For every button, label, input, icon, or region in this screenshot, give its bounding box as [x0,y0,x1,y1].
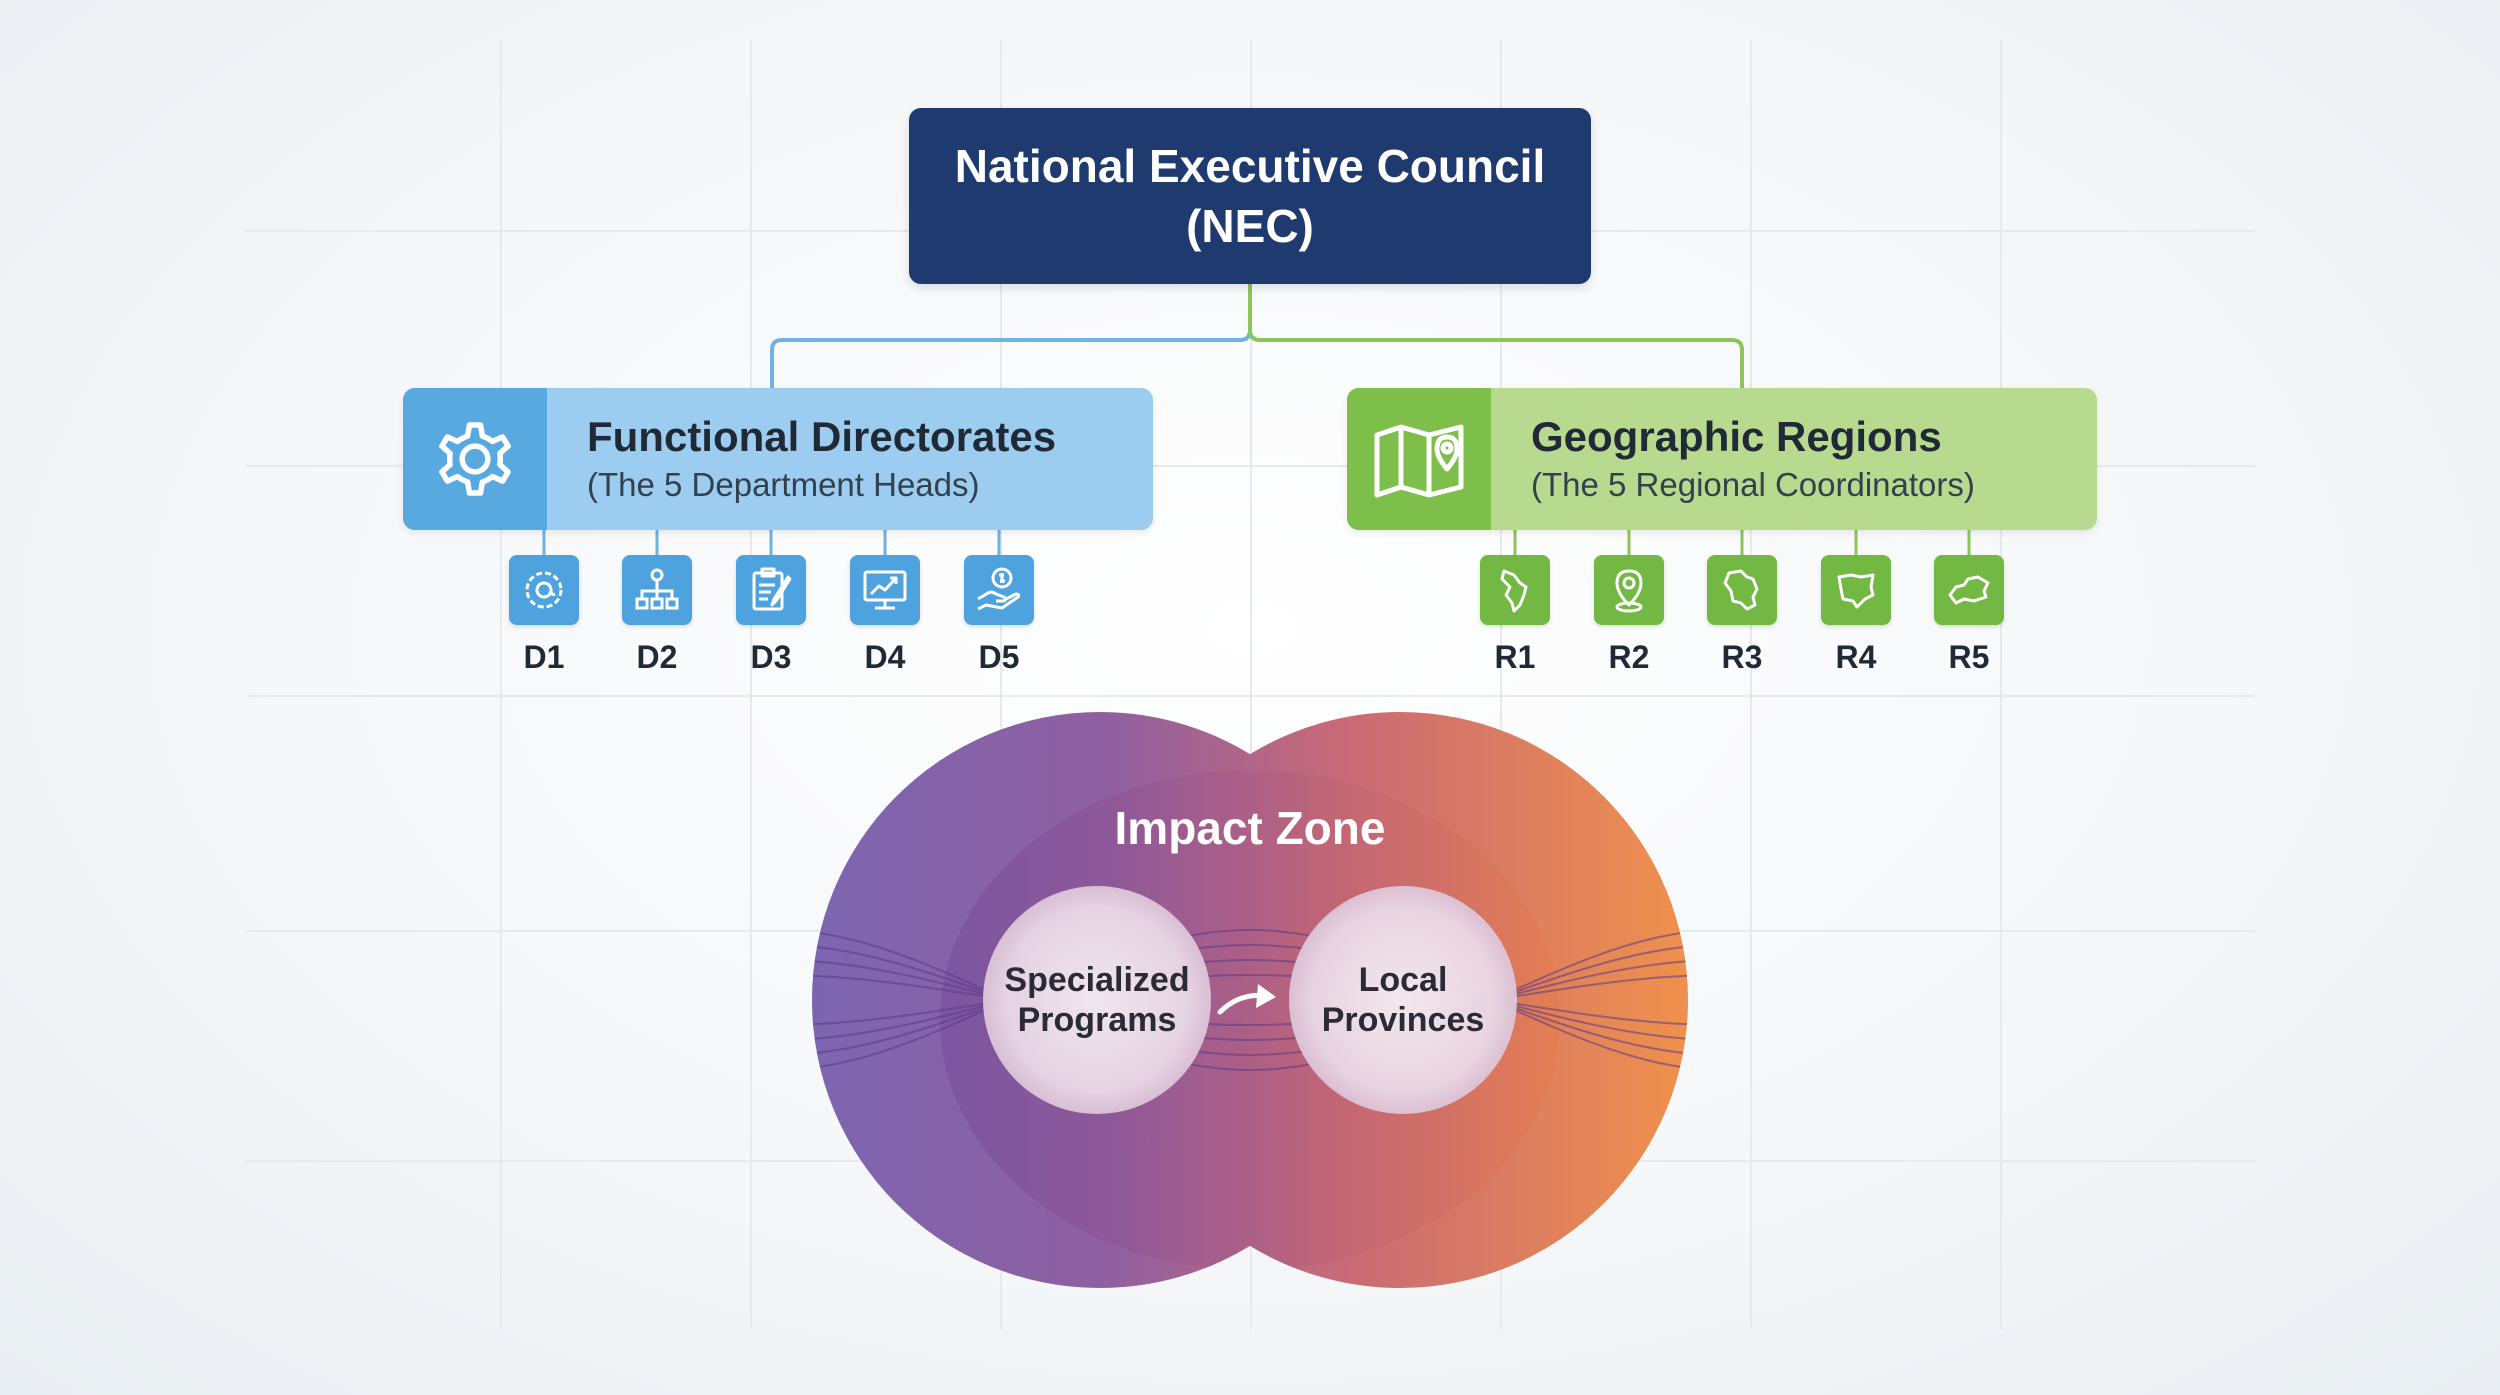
nec-box[interactable]: National Executive Council (NEC) [909,108,1591,284]
clipboard-pen-icon [736,555,806,625]
region-shape-icon [1821,555,1891,625]
grid-line [750,40,752,1330]
impact-zone-title: Impact Zone [1114,802,1386,854]
org-chart-icon [622,555,692,625]
directorate-label: D4 [864,639,906,675]
directorate-label: D3 [750,639,792,675]
directorate-label: D2 [636,639,678,675]
directorate-node-d1[interactable]: D1 [509,555,579,677]
region-shape-icon [1480,555,1550,625]
nec-title: National Executive Council [954,140,1546,192]
gear-icon [403,388,547,530]
nec-abbreviation: (NEC) [1186,200,1314,252]
functional-directorates-subtitle: (The 5 Department Heads) [587,466,980,503]
specialized-programs-circle [983,886,1211,1114]
region-node-r1[interactable]: R1 [1480,555,1550,677]
grid-line [500,40,502,1330]
region-label: R3 [1721,639,1763,675]
impact-zone-venn [812,712,1688,1288]
monitor-chart-icon [850,555,920,625]
directorate-label: D1 [523,639,565,675]
directorate-node-d2[interactable]: D2 [622,555,692,677]
region-label: R5 [1948,639,1990,675]
grid-line [1000,40,1002,1330]
map-pin-icon [1347,388,1491,530]
region-node-r2[interactable]: R2 [1594,555,1664,677]
region-node-r3[interactable]: R3 [1707,555,1777,677]
grid-line [245,695,2255,697]
local-provinces-circle [1289,886,1517,1114]
grid-line [1250,40,1252,1330]
grid-line [1750,40,1752,1330]
specialized-programs-label: Specialized Programs [1004,961,1190,1039]
arrow-right-icon [1217,984,1276,1015]
directorate-node-d4[interactable]: D4 [850,555,920,677]
region-node-r5[interactable]: R5 [1934,555,2004,677]
functional-directorates-title: Functional Directorates [587,413,1057,460]
connector-lines [542,284,1971,555]
location-pin-icon [1594,555,1664,625]
local-provinces-label: Local Provinces [1321,961,1485,1039]
directorate-label: D5 [978,639,1020,675]
functional-directorates-box[interactable]: Functional Directorates (The 5 Departmen… [403,388,1153,530]
region-node-r4[interactable]: R4 [1821,555,1891,677]
grid-line [1500,40,1502,1330]
directorate-node-d5[interactable]: D5 [964,555,1034,677]
region-shape-icon [1934,555,2004,625]
region-label: R1 [1494,639,1536,675]
grid-line [2000,40,2002,1330]
region-label: R4 [1835,639,1877,675]
hand-coin-icon [964,555,1034,625]
geographic-regions-title: Geographic Regions [1531,413,1942,460]
region-label: R2 [1608,639,1650,675]
geographic-regions-subtitle: (The 5 Regional Coordinators) [1531,466,1975,503]
gear-at-icon [509,555,579,625]
region-shape-icon [1707,555,1777,625]
directorate-node-d3[interactable]: D3 [736,555,806,677]
geographic-regions-box[interactable]: Geographic Regions (The 5 Regional Coord… [1347,388,2097,530]
grid-line [245,465,2255,467]
